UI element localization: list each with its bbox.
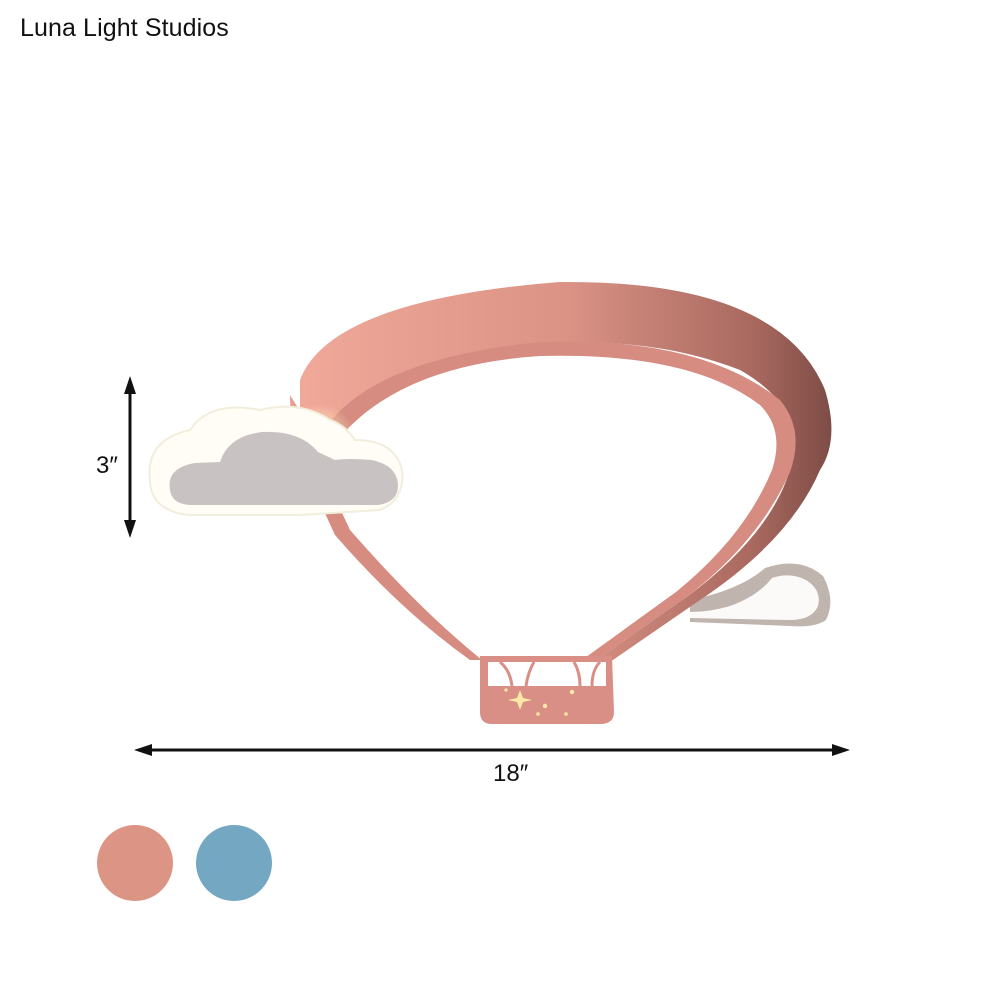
basket — [480, 656, 614, 724]
width-dimension-label: 18″ — [493, 760, 529, 787]
height-dimension-label: 3″ — [96, 452, 118, 479]
cloud-back — [690, 563, 831, 627]
color-swatch-blue[interactable] — [196, 825, 272, 901]
double-arrow-vertical-icon — [124, 376, 136, 538]
brand-title: Luna Light Studios — [20, 14, 229, 42]
cloud-front — [148, 405, 404, 516]
color-swatch-pink[interactable] — [97, 825, 173, 901]
double-arrow-horizontal-icon — [134, 744, 850, 756]
star-sparkle-icon — [504, 688, 575, 716]
